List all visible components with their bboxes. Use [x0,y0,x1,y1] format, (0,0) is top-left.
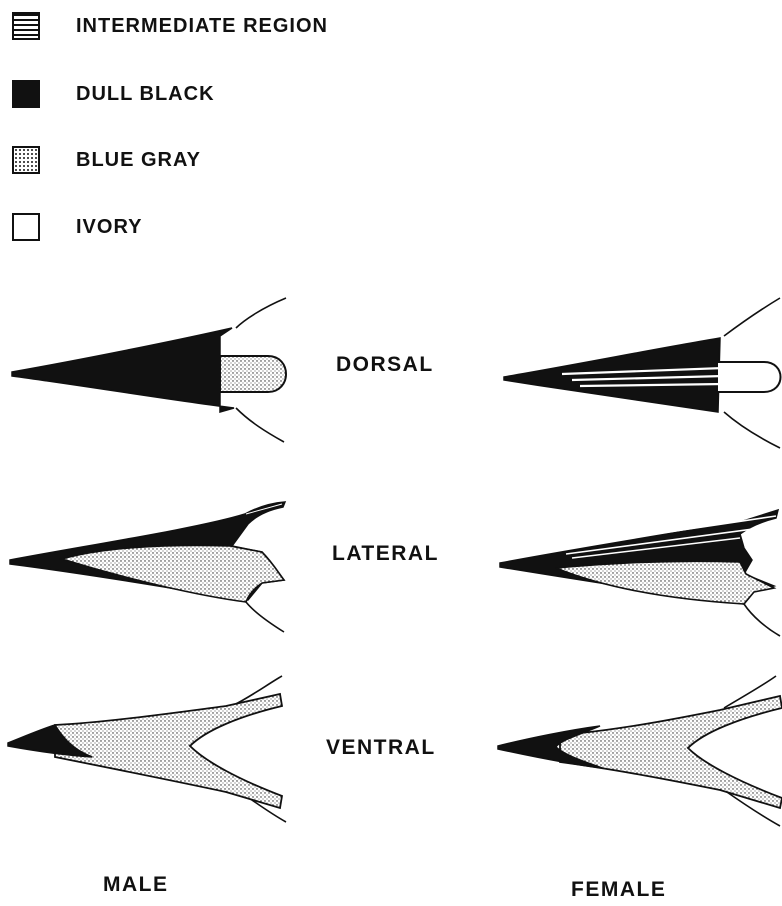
view-label-ventral: VENTRAL [326,736,436,760]
female-ventral-bill [498,676,782,826]
view-label-lateral: LATERAL [332,542,439,566]
female-dorsal-bill [504,298,781,448]
sex-label-female: FEMALE [571,878,666,902]
view-label-dorsal: DORSAL [336,353,434,377]
sex-label-male: MALE [103,873,169,897]
male-lateral-bill [10,502,285,632]
female-lateral-bill [500,510,780,636]
male-dorsal-bill [12,298,286,442]
male-ventral-bill [8,676,286,822]
